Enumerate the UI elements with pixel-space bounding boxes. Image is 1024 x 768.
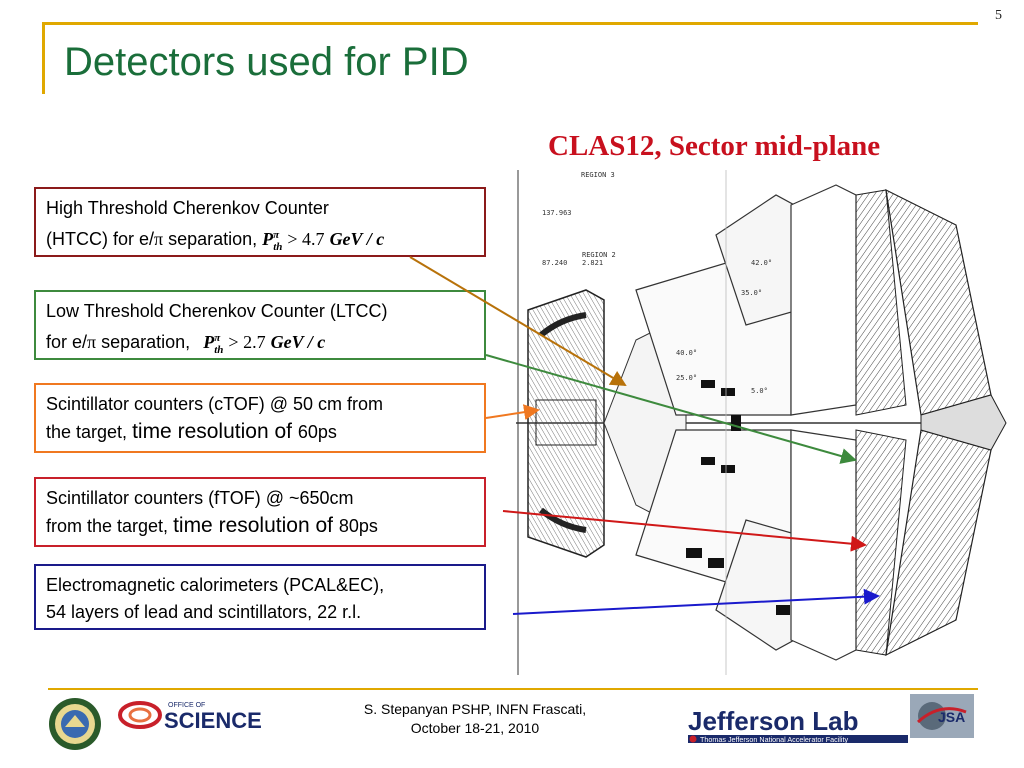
htcc-box: High Threshold Cherenkov Counter (HTCC) … [34, 187, 486, 257]
logo-jsa-text: JSA [938, 709, 965, 725]
jsa-logo: JSA [910, 694, 974, 738]
office-of-science-logo: OFFICE OF SCIENCE [118, 701, 262, 733]
jefferson-lab-logo: Jefferson Lab Thomas Jefferson National … [688, 706, 908, 744]
htcc-unit: GeV / c [329, 229, 385, 249]
ctof-line1: Scintillator counters (cTOF) @ 50 cm fro… [46, 394, 384, 414]
ltcc-box: Low Threshold Cherenkov Counter (LTCC) f… [34, 290, 486, 360]
footer-line1: S. Stepanyan PSHP, INFN Frascati, [363, 701, 587, 717]
label-dim3: 2.821 [582, 259, 603, 267]
logo-jlab-text: Jefferson Lab [688, 706, 859, 736]
ltcc-threshold: > 2.7 [228, 332, 266, 352]
label-angle-5: 5.0° [751, 387, 768, 395]
footer-citation: S. Stepanyan PSHP, INFN Frascati, Octobe… [330, 700, 620, 738]
footer-line2: October 18-21, 2010 [410, 720, 540, 736]
htcc-line2: (HTCC) for e/π separation, Pπth > 4.7 Ge… [46, 229, 385, 253]
label-dim1: 137.963 [542, 209, 572, 217]
htcc-line1: High Threshold Cherenkov Counter [46, 198, 329, 218]
title-rule-horizontal [42, 22, 978, 25]
label-angle-4: 35.0° [741, 289, 762, 297]
page-title: Detectors used for PID [64, 40, 469, 84]
footer-rule [48, 688, 978, 690]
ctof-box: Scintillator counters (cTOF) @ 50 cm fro… [34, 383, 486, 453]
ltcc-line1: Low Threshold Cherenkov Counter (LTCC) [46, 301, 388, 321]
ecal-box: Electromagnetic calorimeters (PCAL&EC), … [34, 564, 486, 630]
slide-number: 5 [995, 8, 1002, 23]
htcc-momentum-symbol: Pπth [262, 229, 283, 253]
label-dim2: 87.240 [542, 259, 567, 267]
detector-diagram: REGION 3 137.963 87.240 REGION 2 2.821 4… [516, 170, 1007, 675]
doe-seal-logo [49, 698, 101, 750]
upper-tof-panel [855, 189, 907, 416]
ecal-line1: Electromagnetic calorimeters (PCAL&EC), [46, 575, 385, 595]
label-region3: REGION 3 [581, 171, 615, 179]
htcc-threshold: > 4.7 [287, 229, 325, 249]
ctof-line2: the target, time resolution of 60ps [46, 420, 337, 443]
ftof-line2: from the target, time resolution of 80ps [46, 514, 378, 537]
title-rule-vertical [42, 22, 45, 94]
ltcc-line2: for e/π separation, Pπth > 2.7 GeV / c [46, 332, 326, 356]
ecal-line2: 54 layers of lead and scintillators, 22 … [46, 602, 362, 622]
label-region2: REGION 2 [582, 251, 616, 259]
central-detector [527, 289, 605, 558]
logo-science-small: OFFICE OF [168, 702, 205, 709]
label-angle-3: 25.0° [676, 374, 697, 382]
ltcc-unit: GeV / c [270, 332, 326, 352]
label-angle-2: 40.0° [676, 349, 697, 357]
diagram-subtitle: CLAS12, Sector mid-plane [548, 130, 881, 162]
ftof-line1: Scintillator counters (fTOF) @ ~650cm [46, 488, 354, 508]
logo-jlab-subtitle: Thomas Jefferson National Accelerator Fa… [700, 735, 848, 744]
label-angle-1: 42.0° [751, 259, 772, 267]
logo-science-text: SCIENCE [164, 708, 262, 733]
ltcc-momentum-symbol: Pπth [203, 332, 224, 356]
ftof-box: Scintillator counters (fTOF) @ ~650cm fr… [34, 477, 486, 547]
